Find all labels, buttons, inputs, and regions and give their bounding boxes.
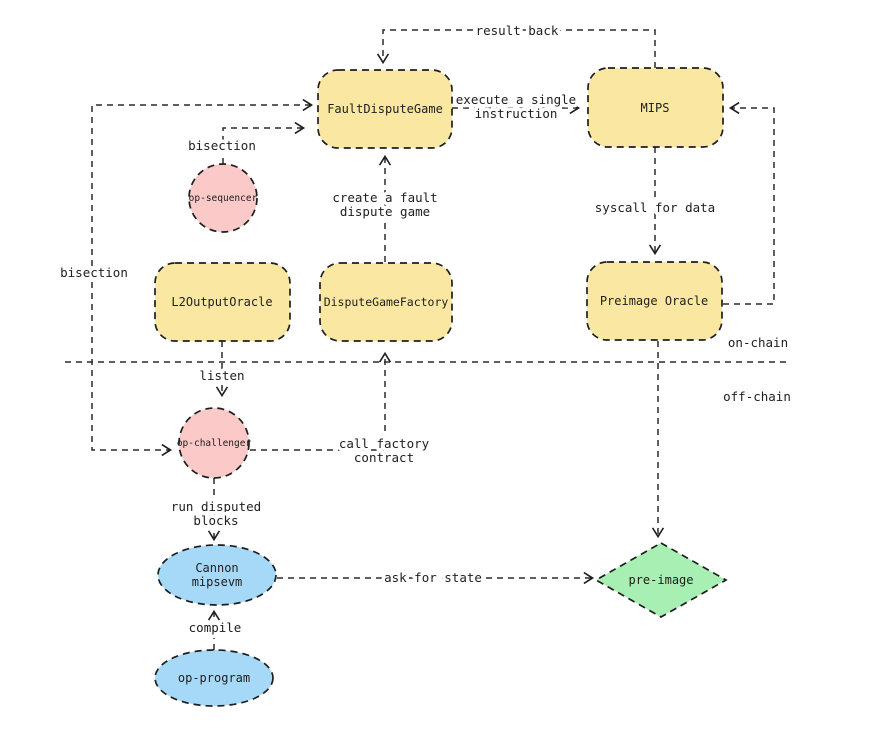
call-factory-label-line1: call factory	[339, 436, 430, 451]
node-l2-output-oracle: L2OutputOracle	[154, 262, 291, 342]
node-preimage-oracle: Preimage Oracle	[586, 261, 723, 341]
edge-labels: result back execute a single instruction…	[57, 20, 795, 639]
preimage-oracle-label: Preimage Oracle	[600, 294, 708, 308]
cannon-label-line1: Cannon	[195, 561, 238, 575]
op-sequencer-circle	[188, 163, 258, 233]
edge-preimage-to-mips	[723, 101, 775, 305]
l2-output-oracle-label: L2OutputOracle	[171, 295, 272, 309]
node-pre-image: pre-image	[594, 542, 728, 618]
syscall-label: syscall for data	[595, 200, 715, 215]
op-program-label: op-program	[178, 671, 250, 685]
edge-call-factory	[250, 351, 392, 451]
result-back-label: result back	[476, 23, 559, 38]
l2-output-oracle-box	[154, 262, 291, 342]
execute-instruction-label-line1: execute a single	[456, 92, 576, 107]
execute-instruction-label-line2: instruction	[475, 106, 558, 121]
node-cannon-mipsevm: Cannon mipsevm	[157, 544, 277, 606]
cannon-label-line2: mipsevm	[192, 575, 243, 589]
run-blocks-label-line2: blocks	[193, 513, 238, 528]
bisection-sequencer-label: bisection	[188, 138, 256, 153]
create-game-label-line2: dispute game	[340, 204, 430, 219]
node-dispute-game-factory: DisputeGameFactory	[319, 262, 453, 342]
dispute-game-factory-box	[319, 262, 453, 342]
op-challenger-label: op-challenger	[177, 438, 252, 449]
listen-label: listen	[199, 368, 244, 383]
pre-image-diamond	[594, 542, 728, 618]
node-op-sequencer: op-sequencer	[188, 163, 258, 233]
off-chain-label: off-chain	[723, 389, 791, 404]
op-sequencer-label: op-sequencer	[189, 193, 258, 204]
node-fault-dispute-game: FaultDisputeGame	[317, 69, 453, 149]
call-factory-label-line2: contract	[354, 450, 414, 465]
edges	[65, 29, 786, 650]
node-mips: MIPS	[587, 67, 724, 148]
fault-dispute-game-box	[317, 69, 453, 149]
bisection-challenger-label: bisection	[60, 265, 128, 280]
compile-label: compile	[189, 620, 242, 635]
create-game-label-line1: create a fault	[332, 190, 437, 205]
mips-box	[587, 67, 724, 148]
op-challenger-circle	[178, 407, 250, 479]
cannon-mipsevm-ellipse	[157, 544, 277, 606]
run-blocks-label-line1: run disputed	[171, 499, 261, 514]
op-program-ellipse	[154, 649, 274, 707]
on-chain-label: on-chain	[728, 335, 788, 350]
pre-image-label: pre-image	[628, 573, 693, 587]
fault-dispute-game-label: FaultDisputeGame	[327, 102, 443, 116]
mips-label: MIPS	[641, 101, 670, 115]
node-op-challenger: op-challenger	[177, 407, 252, 479]
preimage-oracle-box	[586, 261, 723, 341]
ask-state-label: ask for state	[384, 570, 482, 585]
dispute-game-factory-label: DisputeGameFactory	[324, 295, 449, 309]
node-op-program: op-program	[154, 649, 274, 707]
